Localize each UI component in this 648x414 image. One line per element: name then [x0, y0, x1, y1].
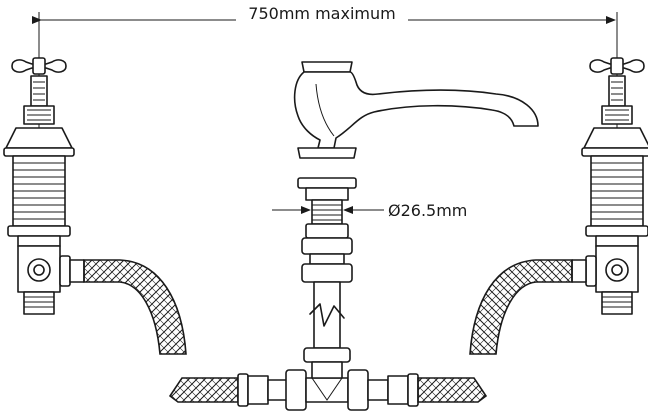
left-valve	[3, 57, 85, 315]
left-flange	[5, 127, 73, 149]
pipe-break-symbol	[309, 303, 345, 327]
left-tail	[23, 291, 55, 315]
left-braided-hose	[83, 259, 187, 355]
width-label-background	[236, 4, 408, 24]
diameter-label: Ø26.5mm	[388, 201, 467, 220]
spout-base	[297, 147, 357, 159]
tee-body	[305, 377, 349, 403]
width-dimension: 750mm maximum	[32, 4, 618, 250]
diameter-dimension: Ø26.5mm	[272, 201, 467, 220]
left-spindle	[30, 75, 48, 107]
bottom-tee-assembly	[168, 361, 488, 411]
left-side-nut	[59, 255, 71, 287]
spout-top-nut	[297, 177, 357, 189]
tee-left-nut	[285, 369, 307, 411]
left-bottom-hose	[168, 377, 239, 403]
right-bottom-hose	[417, 377, 488, 403]
left-backnut	[7, 225, 71, 237]
width-dimension-label: 750mm maximum	[248, 4, 395, 23]
left-handle-hub	[32, 57, 46, 75]
right-valve	[469, 57, 648, 355]
spout-cap	[301, 61, 353, 73]
spout-pipe	[313, 281, 341, 349]
tee-right-nut	[347, 369, 369, 411]
spout-body	[293, 71, 539, 149]
center-spout	[293, 61, 539, 363]
